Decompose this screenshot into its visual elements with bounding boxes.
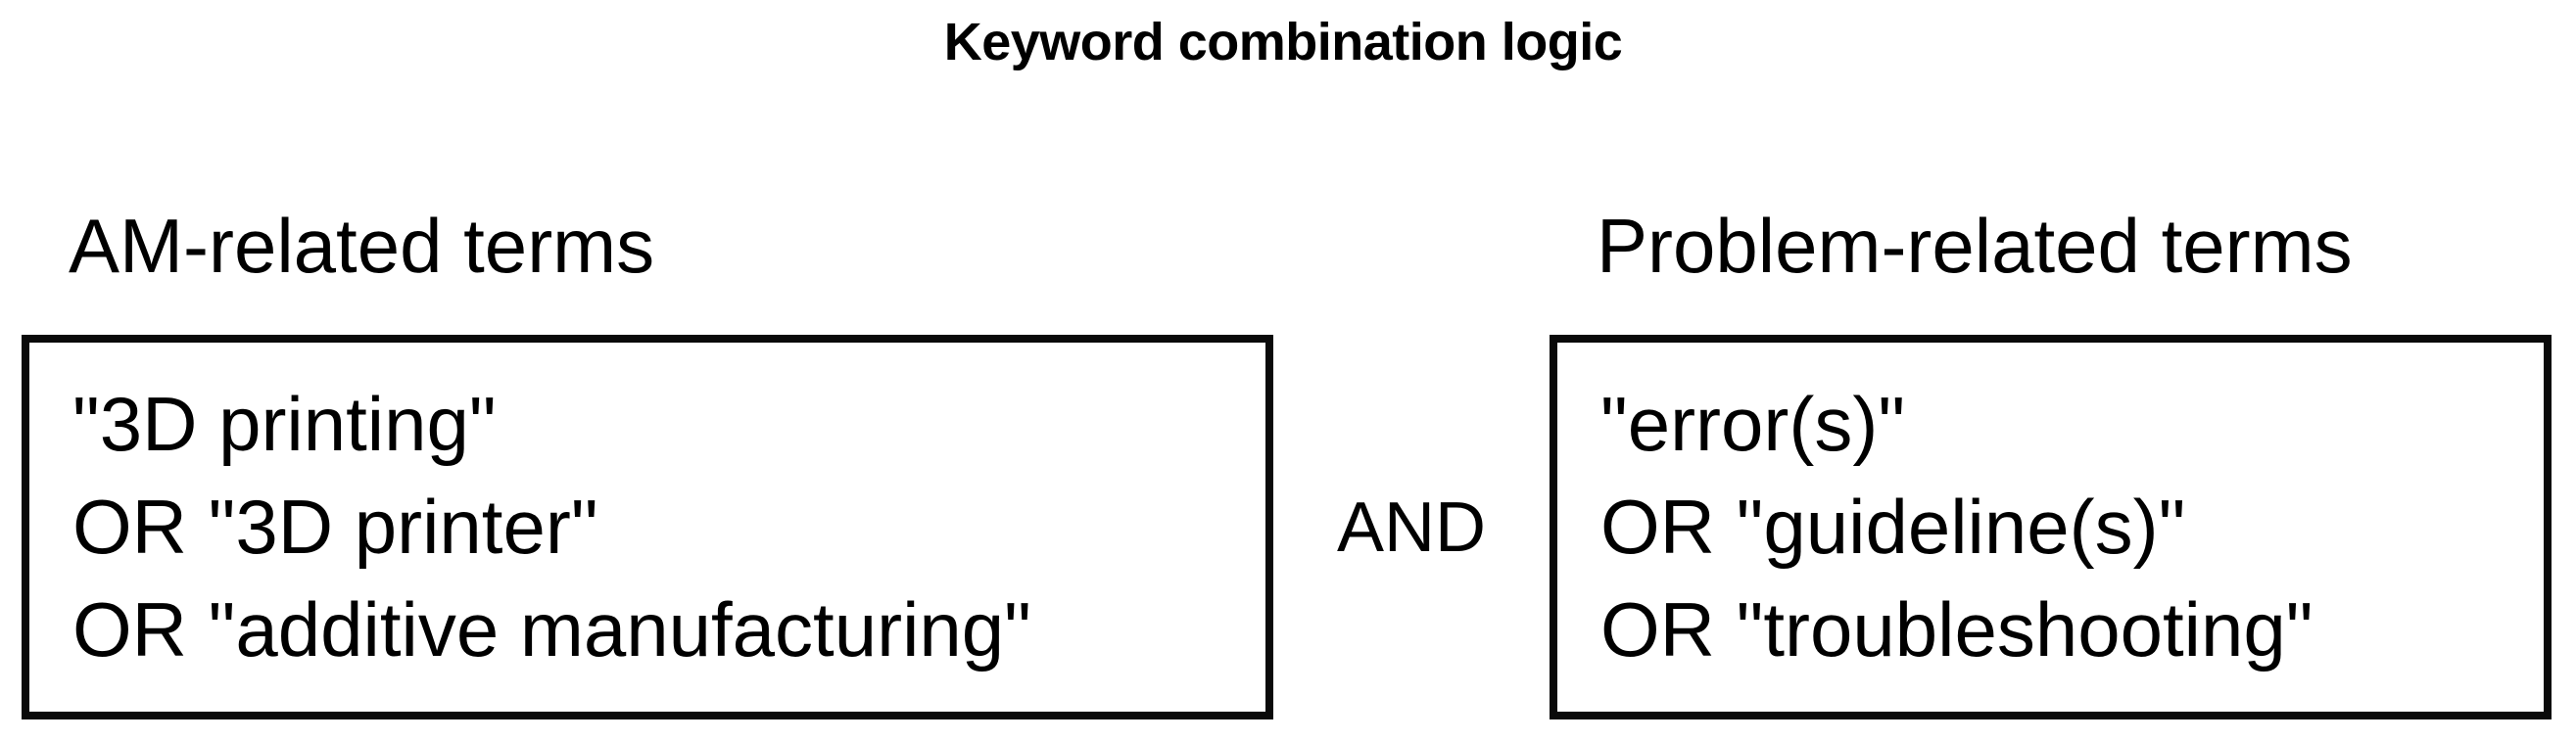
- column-header-problem-related-terms: Problem-related terms: [1597, 203, 2353, 289]
- term-line: OR "guideline(s)": [1600, 484, 2186, 570]
- figure-title: Keyword combination logic: [943, 13, 1623, 71]
- term-box-problem-related: "error(s)" OR "guideline(s)" OR "trouble…: [1550, 335, 2552, 719]
- term-line: OR "3D printer": [72, 484, 598, 570]
- term-line: OR "troubleshooting": [1600, 586, 2314, 672]
- term-box-am-related: "3D printing" OR "3D printer" OR "additi…: [22, 335, 1273, 719]
- term-line: "3D printing": [72, 381, 497, 467]
- boolean-operator-and: AND: [1336, 487, 1486, 567]
- term-line: OR "additive manufacturing": [72, 586, 1031, 672]
- term-line: "error(s)": [1600, 381, 1906, 467]
- column-header-am-related-terms: AM-related terms: [69, 203, 655, 289]
